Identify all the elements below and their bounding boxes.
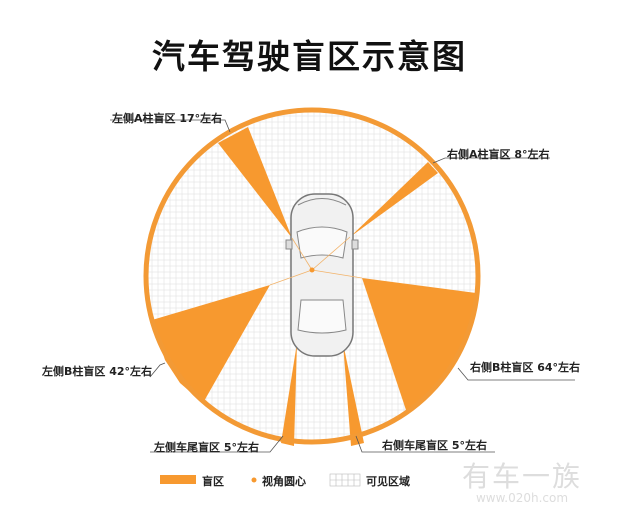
legend-visible-label: 可见区域 — [366, 475, 410, 488]
legend-blind: 盲区 — [202, 473, 224, 489]
leader-lines — [110, 119, 575, 453]
watermark-url: www.020h.com — [475, 491, 569, 505]
legend-grid-swatch — [329, 473, 361, 487]
legend-visible: 可见区域 — [366, 473, 410, 489]
view-range-ring — [143, 107, 481, 445]
right-b-pillar-blind-spot — [362, 278, 476, 413]
right-a-pillar-blind-spot — [350, 162, 438, 237]
eye-center-point — [309, 267, 315, 273]
label-left-rear: 左侧车尾盲区 5°左右 — [154, 441, 259, 454]
car-top-view — [285, 193, 359, 357]
label-right-rear: 右侧车尾盲区 5°左右 — [382, 439, 487, 452]
label-left-b-pillar: 左侧B柱盲区 42°左右 — [42, 365, 153, 378]
legend-eye: 视角圆心 — [262, 473, 306, 489]
label-left-a-pillar: 左侧A柱盲区 17°左右 — [112, 112, 223, 125]
left-a-pillar-blind-spot — [218, 127, 292, 238]
sight-lines — [269, 236, 363, 286]
label-right-a-pillar: 右侧A柱盲区 8°左右 — [447, 148, 550, 161]
left-b-pillar-blind-spot — [152, 285, 270, 403]
left-rear-blind-spot — [281, 343, 297, 446]
legend-blind-swatch — [160, 475, 196, 484]
watermark: 有车一族 www.020h.com — [462, 455, 582, 505]
right-rear-blind-spot — [343, 343, 364, 446]
watermark-name: 有车一族 — [462, 460, 583, 493]
legend-blind-label: 盲区 — [202, 475, 224, 488]
page-title: 汽车驾驶盲区示意图 — [152, 37, 467, 76]
legend-eye-swatch — [251, 477, 257, 483]
label-right-b-pillar: 右侧B柱盲区 64°左右 — [470, 361, 581, 374]
legend-eye-label: 视角圆心 — [262, 475, 306, 488]
